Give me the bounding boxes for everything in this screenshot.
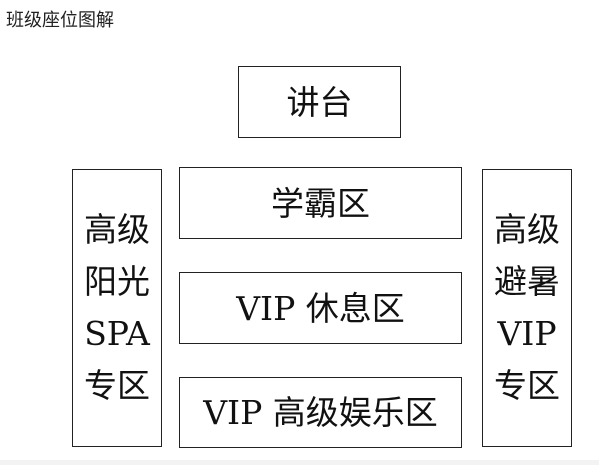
vip-entertainment-zone-box: VIP 高级娱乐区 — [179, 377, 462, 448]
podium-box: 讲台 — [238, 66, 401, 138]
right-zone-line: VIP — [497, 314, 557, 353]
podium-label: 讲台 — [286, 82, 353, 122]
right-cool-zone-box: 高级 避暑 VIP 专区 — [482, 169, 572, 447]
right-zone-line: 避暑 — [494, 262, 560, 301]
left-zone-line: 高级 — [84, 210, 150, 249]
diagram-caption: 班级座位图解 — [6, 10, 114, 31]
top-scholar-zone-box: 学霸区 — [179, 167, 462, 239]
top-scholar-zone-label: 学霸区 — [271, 183, 370, 223]
vip-entertainment-zone-label: VIP 高级娱乐区 — [203, 393, 438, 432]
left-zone-line: 阳光 — [84, 262, 150, 301]
right-zone-line: 高级 — [494, 210, 560, 249]
vip-rest-zone-label: VIP 休息区 — [236, 288, 405, 328]
bottom-strip — [0, 460, 599, 465]
left-zone-line: SPA — [84, 314, 150, 353]
left-zone-line: 专区 — [84, 366, 150, 405]
vip-rest-zone-box: VIP 休息区 — [179, 272, 462, 344]
right-zone-line: 专区 — [494, 366, 560, 405]
left-spa-zone-box: 高级 阳光 SPA 专区 — [72, 169, 162, 447]
